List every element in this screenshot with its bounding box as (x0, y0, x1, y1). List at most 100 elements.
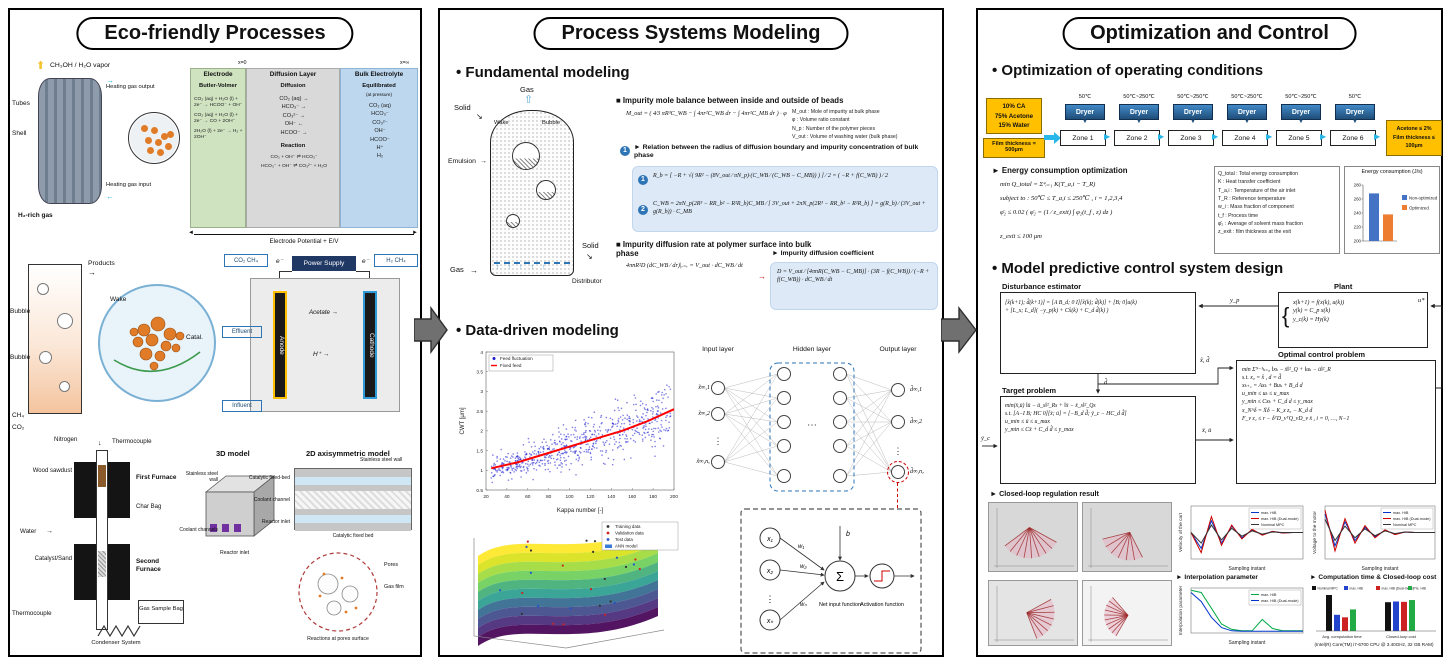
svg-text:Validation data: Validation data (615, 531, 644, 536)
energy-constraint-2: φ̄₂ ≤ 0.02 ( φ̄₂ = (1 ⁄ z_exit) ∫ φ₂(t_f… (1000, 209, 1113, 216)
zone-arrow-icon: ▶ (1320, 132, 1327, 141)
pellet-zoom-circle (128, 112, 180, 164)
electrode-electrolyte-diagram: x=0 x=∞ Electrode Butler-Volmer CO₂ (aq)… (188, 60, 418, 248)
right-arrow-icon: → (470, 266, 478, 275)
species: OH⁻ (374, 128, 386, 135)
species: HCO₃⁻ → (281, 104, 307, 111)
down-arrow-icon: ▼ (1082, 119, 1088, 125)
zone-arrow-icon: ▶ (1374, 132, 1381, 141)
svg-text:120: 120 (586, 494, 594, 500)
reaction: CO₂ + OH⁻ ⇌ HCO₃⁻ (270, 155, 318, 160)
catalyst-section (98, 551, 106, 577)
anode-bar: Anode (273, 291, 287, 399)
up-arrow-icon: ⬆ (36, 60, 46, 72)
definition: V_out : Volume of washing water (bulk ph… (792, 133, 898, 140)
condenser-coil-icon (97, 624, 141, 638)
data-driven-heading: • Data-driven modeling (456, 322, 619, 339)
dryer-temp-label: 50℃~250℃ (1231, 94, 1263, 100)
svg-text:200: 200 (1354, 239, 1362, 244)
right-arrow-icon: → (88, 268, 96, 277)
output-layer-label: Output layer (879, 346, 917, 353)
definition: φ : Volume ratio constant (792, 117, 850, 124)
effluent-box: Effluent (222, 326, 262, 338)
signal-xu: x̄, ū (1202, 427, 1212, 434)
catalyst-zoom-circle (98, 284, 216, 402)
svg-text:max. HiB: max. HiB (1261, 593, 1277, 597)
net-input-function-label: Net input function (819, 602, 861, 608)
dryer-box: Dryer (1119, 104, 1159, 120)
axis-right-arrow-icon: ► (412, 230, 418, 236)
arrow-down-right-icon: ↘ (476, 112, 483, 121)
co2-label: CO₂ (12, 424, 25, 431)
dryer-temp-label: 50℃~250℃ (1285, 94, 1317, 100)
svg-text:200: 200 (670, 494, 678, 500)
bulk-species-list: CO₂ (aq)HCO₃⁻CO₃²⁻OH⁻HCOO⁻H⁺H₂ (343, 102, 417, 161)
svg-text:max. HiB (Dual-mode): max. HiB (Dual-mode) (1393, 517, 1431, 521)
bubble-column-vessel (28, 264, 82, 414)
gas-up-arrows: ↑↑↑↑↑ (496, 264, 554, 271)
reactor-models-diagram: 3D model Stainless steel wall Coolant ch… (179, 446, 424, 658)
bv-reaction: CO₂ (aq) + H₂O (l) + 2e⁻ → CO + 2OH⁻ (194, 112, 239, 125)
neural-network-diagram: ⋮⋮⋯ (711, 362, 909, 492)
svg-text:Non-optimized: Non-optimized (1409, 195, 1438, 200)
bed-vessel (490, 110, 574, 276)
second-furnace-label: Second Furnace (136, 558, 161, 573)
thermocouple-bottom-label: Thermocouple (12, 610, 52, 617)
solid-out-label: Solid (582, 241, 599, 250)
species: HCO₃⁻ (371, 111, 389, 118)
definition: Q_total : Total energy consumption (1218, 171, 1299, 177)
arrow-down-right-icon: ↘ (586, 252, 593, 261)
thermocouple-top-label: Thermocouple (112, 438, 152, 445)
water-label: Water (20, 528, 37, 535)
energy-definitions-box: Q_total : Total energy consumption K : He… (1214, 166, 1340, 254)
svg-text:4: 4 (480, 350, 483, 356)
neuron-w1-label: w₁ (798, 544, 804, 550)
potential-axis-line (194, 234, 414, 235)
svg-text:260: 260 (1354, 197, 1362, 202)
outlet-box: Acetone ≤ 2%Film thickness ≤ 100μm (1386, 120, 1442, 156)
bv-reaction-list: CO₂ (aq) + H₂O (l) + 2e⁻ → HCOO⁻ + OH⁻CO… (194, 97, 244, 144)
pendulum-plot-3 (988, 580, 1078, 646)
model-3d-label: 3D model (216, 449, 250, 458)
species: H⁺ (376, 144, 384, 151)
h-plus-label: H⁺ → (313, 351, 330, 358)
zone-box: Zone 1 (1060, 130, 1106, 146)
panel-optimization-and-control: Optimization and Control • Optimization … (976, 8, 1443, 657)
species: HCOO⁻ (370, 136, 390, 143)
neuron-detail-diagram: x₁ x₂ ⋮ xₙ w₁ w₂ wₙ b Σ Net input functi… (740, 508, 922, 654)
catalyst-sand-label: Catalyst/Sand (34, 556, 72, 562)
definition: z_exit : film thickness at the exit (1218, 229, 1291, 236)
definition: K : Heat transfer coefficient (1218, 179, 1281, 186)
svg-text:Feed fluctuation: Feed fluctuation (500, 356, 533, 361)
electron-label-left: e⁻ (276, 258, 284, 265)
optimization-heading: • Optimization of operating conditions (992, 62, 1264, 79)
nn-neuron-connector-line (897, 483, 898, 508)
svg-text:⋮: ⋮ (714, 436, 723, 446)
wire (279, 271, 292, 272)
at-pressure-label: (at pressure) (365, 92, 393, 97)
svg-text:Kappa number [-]: Kappa number [-] (557, 508, 604, 514)
bubble-label-2: Bubble (10, 354, 31, 361)
estimator-box: [x̂(k+1); d̂(k+1)] = [A B_d; 0 I][x̂(k);… (1000, 292, 1196, 374)
svg-text:max. HiB (Dual-mode): max. HiB (Dual-mode) (1261, 517, 1299, 521)
energy-objective-equation: min Q_total = Σ⁴ᵢ₌₁ K(T_a,i − T_R) (1000, 181, 1096, 188)
svg-text:3: 3 (480, 389, 483, 395)
estimator-label: Disturbance estimator (1002, 282, 1082, 291)
signal-dhat: d̂ (1104, 379, 1108, 386)
gas-in-label: Gas (450, 265, 464, 274)
catal-label: Catal. (186, 334, 203, 341)
nn-input-label-2: x̃∞,2 (698, 410, 710, 417)
zone-box: Zone 4 (1222, 130, 1268, 146)
coolant-band (295, 515, 411, 523)
signal-yp: y_p (1230, 297, 1240, 304)
nn-output-label-2: d̂∞,2 (910, 418, 923, 425)
steel-wall-2d-label: Stainless steel wall (360, 457, 403, 463)
equilibrated-label: Equilibrated (362, 83, 396, 89)
reaction-label: Reaction (280, 143, 306, 149)
panel-title-psm: Process Systems Modeling (533, 17, 849, 50)
svg-text:1: 1 (480, 468, 483, 474)
bubble-shape (59, 381, 70, 392)
steel-wall-3d-label: Stainless steel wall (185, 471, 218, 483)
mole-balance-equation: M_out = ( 4⁄3 πR³C_WB − ∫ 4πr²C_WB dr − … (626, 110, 787, 117)
